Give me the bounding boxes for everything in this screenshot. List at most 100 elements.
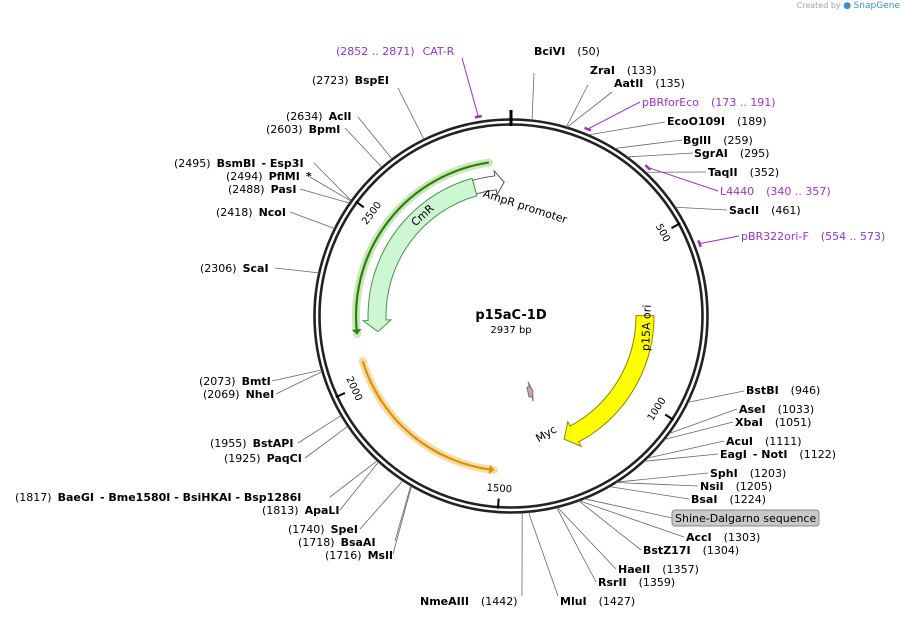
enzyme-label: SacII (461) bbox=[729, 204, 801, 217]
leader-line bbox=[614, 139, 683, 149]
plasmid-length: 2937 bp bbox=[490, 325, 531, 336]
primer-name: CAT-R bbox=[423, 45, 455, 58]
enzyme-name: BciVI bbox=[534, 45, 565, 58]
enzyme-name: EagI bbox=[720, 448, 747, 461]
enzyme-label: (1955) BstAPI bbox=[210, 437, 293, 450]
p15a-ori-feature bbox=[563, 315, 655, 448]
enzyme-position: (1122) bbox=[799, 448, 836, 461]
enzyme-name: MslI bbox=[368, 549, 393, 562]
enzyme-label: (2069) NheI bbox=[203, 388, 274, 401]
enzyme-position: (1303) bbox=[724, 531, 761, 544]
enzyme-label: AccI(1303) bbox=[686, 531, 760, 544]
enzyme-name: SgrAI bbox=[694, 147, 728, 160]
enzyme-name: TaqII bbox=[708, 166, 738, 179]
enzyme-position: (2603) bbox=[266, 123, 303, 136]
enzyme-label: (1740)SpeI bbox=[288, 523, 358, 536]
tick-label: 2000 bbox=[343, 375, 364, 403]
tick-label: 500 bbox=[653, 222, 672, 244]
snapgene-credit: Created by ● SnapGene bbox=[797, 1, 900, 11]
enzyme-position: (2634) bbox=[286, 110, 323, 123]
enzyme-name: BsmBI bbox=[217, 157, 256, 170]
leader-line bbox=[304, 425, 349, 459]
enzyme-name: NsiI bbox=[700, 480, 724, 493]
enzyme-position: (259) bbox=[723, 134, 753, 147]
enzyme-name: NheI bbox=[246, 388, 275, 401]
enzyme-position: (1203) bbox=[750, 467, 787, 480]
enzyme-position: (2069) bbox=[203, 388, 240, 401]
enzyme-position: (1224) bbox=[729, 493, 766, 506]
enzyme-name: PflMI bbox=[269, 170, 300, 183]
orf-orange-arc bbox=[361, 360, 495, 472]
enzyme-name: SphI bbox=[710, 467, 738, 480]
enzyme-position: (1427) bbox=[599, 595, 636, 608]
enzyme-position: (946) bbox=[791, 384, 821, 397]
leader-line bbox=[627, 152, 694, 158]
enzyme-position: (2073) bbox=[199, 375, 236, 388]
pbrforeco-binding-mark bbox=[583, 126, 592, 132]
ampr-promoter-feature bbox=[471, 169, 505, 197]
myc-feature bbox=[526, 381, 534, 402]
plasmid-name: p15aC-1D bbox=[475, 308, 546, 323]
enzyme-label: (1716)MslI bbox=[325, 549, 393, 562]
enzyme-name: BstAPI bbox=[253, 437, 294, 450]
enzyme-name: SpeI bbox=[331, 523, 358, 536]
enzyme-name: BstZ17I bbox=[643, 544, 691, 557]
l4440-leader bbox=[647, 166, 719, 192]
enzyme-label: TaqII(352) bbox=[708, 166, 779, 179]
enzyme-label: (2488)PasI bbox=[228, 183, 296, 196]
leader-line bbox=[578, 500, 642, 551]
enzyme-name: AcuI bbox=[726, 435, 753, 448]
enzyme-name: BsaAI bbox=[341, 536, 376, 549]
enzyme-name: BglII bbox=[683, 134, 711, 147]
enzyme-position: (461) bbox=[771, 204, 801, 217]
enzyme-label: (1817)BaeGI- Bme1580I - BsiHKAI - Bsp128… bbox=[15, 491, 301, 504]
enzyme-position: (1955) bbox=[210, 437, 247, 450]
enzyme-name: HaeII bbox=[618, 563, 650, 576]
pbr322ori-f-label: pBR322ori-F(554 .. 573) bbox=[741, 230, 885, 243]
enzyme-label: SphI (1203) bbox=[710, 467, 786, 480]
enzyme-position: (2723) bbox=[312, 74, 349, 87]
enzyme-label: (2418)NcoI bbox=[216, 206, 286, 219]
enzyme-name: ApaLI bbox=[305, 504, 340, 517]
enzyme-position: (1051) bbox=[775, 416, 812, 429]
leader-line bbox=[588, 121, 666, 136]
tick-mark bbox=[671, 222, 681, 229]
primer-range: (554 .. 573) bbox=[821, 230, 886, 243]
backbone bbox=[313, 110, 709, 514]
orf-green-arc bbox=[354, 161, 490, 335]
enzyme-label: MluI (1427) bbox=[560, 595, 635, 608]
enzyme-position: (2418) bbox=[216, 206, 253, 219]
primer-name: pBRforEco bbox=[642, 96, 699, 109]
pbrforeco-label: pBRforEco(173 .. 191) bbox=[642, 96, 776, 109]
tick-mark bbox=[664, 413, 675, 421]
leader-line bbox=[271, 369, 322, 382]
orf-green-arrowhead bbox=[351, 329, 362, 335]
enzyme-name: ZraI bbox=[590, 64, 615, 77]
enzyme-name: SacII bbox=[729, 204, 759, 217]
enzyme-label: NmeAIII(1442) bbox=[420, 595, 518, 608]
enzyme-suffix: - Bme1580I - BsiHKAI - Bsp1286I bbox=[100, 491, 301, 504]
enzyme-position: (2306) bbox=[200, 262, 237, 275]
enzyme-label: (1813) ApaLI bbox=[262, 504, 340, 517]
enzyme-name: RsrII bbox=[598, 576, 627, 589]
cat-r-label: (2852 .. 2871)CAT-R bbox=[336, 45, 455, 58]
enzyme-label: EcoO109I(189) bbox=[667, 115, 767, 128]
enzyme-name: PasI bbox=[271, 183, 297, 196]
enzyme-position: (50) bbox=[577, 45, 600, 58]
pbr322ori-f-leader bbox=[699, 235, 740, 245]
orf-orange-halo bbox=[358, 357, 498, 475]
enzyme-label: BstBI (946) bbox=[746, 384, 820, 397]
enzyme-name: MluI bbox=[560, 595, 587, 608]
leader-line bbox=[647, 440, 725, 459]
leader-line bbox=[297, 415, 342, 444]
enzyme-position: (1813) bbox=[262, 504, 299, 517]
enzyme-name: AatII bbox=[614, 77, 643, 90]
enzyme-name: BstBI bbox=[746, 384, 779, 397]
leader-lines bbox=[271, 72, 745, 597]
enzyme-name: AseI bbox=[739, 403, 766, 416]
enzyme-position: (2494) bbox=[226, 170, 263, 183]
enzyme-position: (1304) bbox=[703, 544, 740, 557]
primer-name: L4440 bbox=[720, 185, 754, 198]
leader-line bbox=[289, 211, 335, 229]
pbrforeco-leader bbox=[587, 101, 641, 130]
